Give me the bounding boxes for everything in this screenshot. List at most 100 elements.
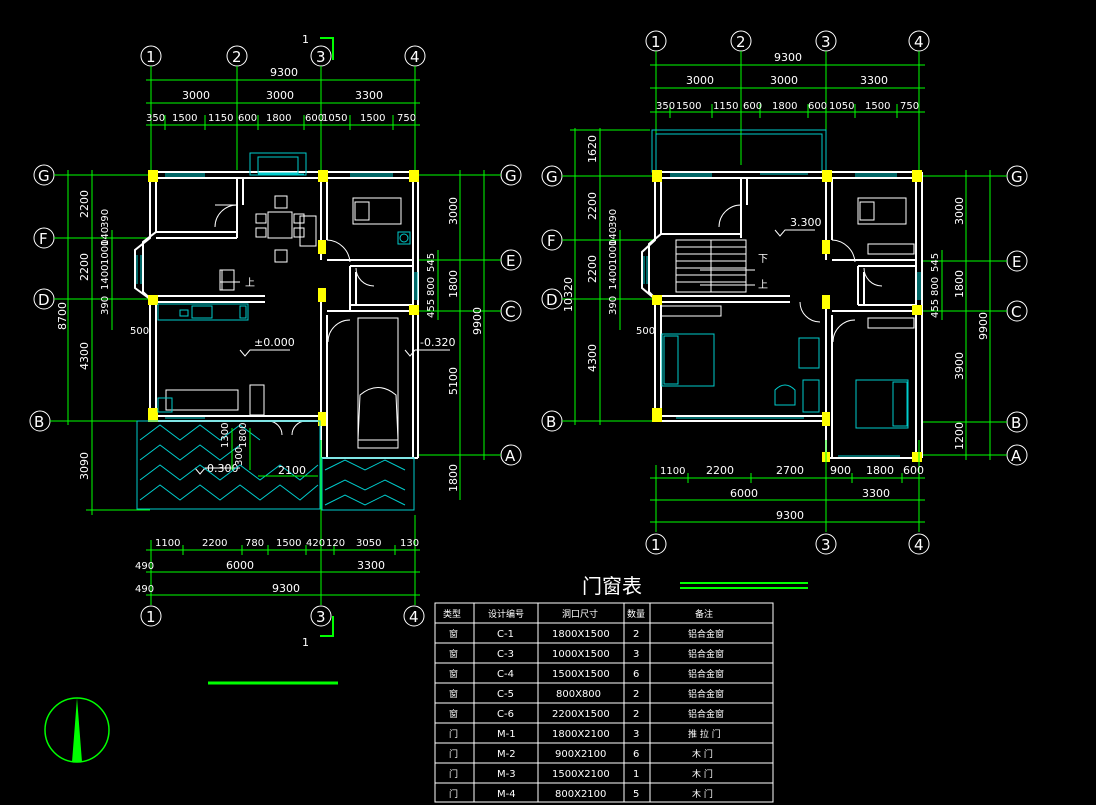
dim-detail: 1100	[660, 466, 685, 477]
dim-detail: 1800	[238, 423, 249, 448]
dim-segment: 3300	[860, 74, 888, 87]
dim-detail: 1400	[608, 265, 619, 290]
level-garage: -0.320	[420, 336, 455, 349]
axis-label: 1	[146, 48, 156, 66]
dim-detail: 500	[130, 326, 149, 337]
axis-label: 2	[736, 33, 746, 51]
section-mark-bottom: 1	[302, 616, 334, 649]
dim-total: 9300	[270, 66, 298, 79]
table-cell: 1800X2100	[552, 729, 610, 740]
staircase	[675, 239, 755, 293]
header-cell: 数量	[627, 608, 645, 620]
schedule-header: 类型 设计编号 洞口尺寸 数量 备注	[443, 608, 713, 620]
table-row: 窗 C-3 1000X1500 3 铝合金窗	[449, 648, 724, 660]
schedule-title: 门窗表	[582, 574, 642, 598]
dim-detail: 2700	[776, 464, 804, 477]
ground-floor-columns	[148, 170, 419, 426]
level-marks	[194, 349, 450, 475]
table-cell: 800X800	[556, 689, 601, 700]
axis-label: G	[38, 167, 50, 185]
table-cell: 1500X2100	[552, 769, 610, 780]
dim-detail: 1800	[772, 101, 797, 112]
terrace-dims	[231, 428, 318, 477]
table-cell: 铝合金窗	[688, 648, 724, 660]
dim-total: 9300	[774, 51, 802, 64]
dim-segment: 490	[135, 584, 154, 595]
dim-detail: 390	[608, 209, 619, 228]
dim-detail: 545	[426, 253, 437, 272]
dim-detail: 3050	[356, 538, 381, 549]
level-terrace: -0.300	[203, 462, 238, 475]
table-cell: C-4	[497, 669, 514, 680]
dim-total: 10320	[562, 277, 575, 312]
dim-detail: 300	[234, 447, 245, 466]
dim-detail: 1150	[208, 113, 233, 124]
kitchen-counter	[157, 303, 249, 321]
dim-detail: 1000	[100, 240, 111, 265]
second-floor-windows	[643, 173, 921, 457]
dim-segment: 1800	[447, 464, 460, 492]
axis-label: 3	[316, 48, 326, 66]
axis-label: 1	[146, 608, 156, 626]
left-bottom-dimension-lines	[146, 440, 420, 605]
table-cell: 木 门	[692, 748, 713, 760]
dim-detail: 2200	[202, 538, 227, 549]
dim-segment: 6000	[226, 559, 254, 572]
table-cell: C-3	[497, 649, 514, 660]
table-cell: 窗	[449, 708, 458, 720]
dim-detail: 600	[238, 113, 257, 124]
axis-label: A	[1011, 447, 1022, 465]
ground-floor-windows	[136, 152, 418, 419]
axis-label: F	[547, 232, 556, 250]
table-row: 窗 C-1 1800X1500 2 铝合金窗	[449, 628, 724, 640]
dim-segment: 490	[135, 561, 154, 572]
dim-detail: 1100	[155, 538, 180, 549]
dim-detail: 900	[830, 464, 851, 477]
dim-detail: 800	[930, 277, 941, 296]
table-cell: 2	[633, 709, 639, 720]
axis-label: 4	[410, 48, 420, 66]
axis-label: B	[1011, 414, 1021, 432]
table-cell: 铝合金窗	[688, 688, 724, 700]
dim-detail: 1150	[713, 101, 738, 112]
table-cell: 铝合金窗	[688, 628, 724, 640]
table-row: 门 M-4 800X2100 5 木 门	[449, 788, 713, 800]
table-cell: 2	[633, 629, 639, 640]
right-bottom-dimension-lines	[650, 440, 925, 532]
dim-segment: 3000	[447, 197, 460, 225]
dim-detail: 1500	[360, 113, 385, 124]
axis-label: G	[546, 168, 558, 186]
table-row: 门 M-1 1800X2100 3 推 拉 门	[449, 728, 721, 740]
ground-floor-furniture	[165, 195, 402, 449]
dim-detail: 750	[397, 113, 416, 124]
right-plan-left-axes: G F D B	[541, 165, 563, 432]
dim-total: 8700	[56, 302, 69, 330]
table-cell: 800X2100	[555, 789, 606, 800]
dim-segment: 3300	[862, 487, 890, 500]
dim-detail: 390	[100, 209, 111, 228]
axis-label: E	[1012, 253, 1021, 271]
dim-detail: 800	[426, 277, 437, 296]
dim-segment: 3000	[182, 89, 210, 102]
dim-detail: 1500	[676, 101, 701, 112]
dim-segment: 2200	[78, 190, 91, 218]
header-cell: 设计编号	[488, 608, 524, 620]
dim-segment: 3000	[266, 89, 294, 102]
dim-detail: 1500	[276, 538, 301, 549]
table-cell: 3	[633, 649, 639, 660]
stair-arrow	[220, 270, 240, 290]
door-window-schedule: 门窗表 类型 设计编号 洞口尺寸 数量 备注	[434, 574, 808, 803]
dim-segment: 3000	[686, 74, 714, 87]
table-cell: 1500X1500	[552, 669, 610, 680]
axis-label: D	[38, 291, 50, 309]
table-cell: C-1	[497, 629, 514, 640]
dim-segment: 1620	[586, 135, 599, 163]
table-cell: 2200X1500	[552, 709, 610, 720]
table-cell: 1000X1500	[552, 649, 610, 660]
second-floor-furniture	[660, 197, 915, 329]
dim-segment: 3000	[953, 197, 966, 225]
dim-segment: 4300	[586, 344, 599, 372]
schedule-rows: 窗 C-1 1800X1500 2 铝合金窗 窗 C-3 1000X1500 3…	[449, 628, 724, 800]
table-cell: 门	[449, 748, 458, 760]
dim-detail: 600	[808, 101, 827, 112]
